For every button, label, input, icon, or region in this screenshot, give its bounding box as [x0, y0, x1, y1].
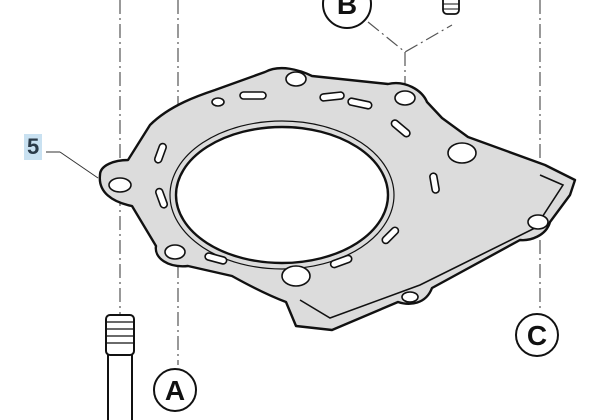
callout-c-circle [515, 313, 559, 357]
callout-a-circle [153, 368, 197, 412]
leader-b [367, 21, 453, 53]
head-gasket [98, 66, 577, 332]
callout-a: A [165, 375, 185, 406]
callout-c: C [527, 320, 547, 351]
callout-b: B [337, 0, 357, 20]
part-number-label: 5 [24, 134, 43, 160]
leader-5-diag [59, 151, 99, 179]
small-stud-top [442, 0, 460, 15]
callout-b-circle [322, 0, 372, 29]
stud-bolt [105, 314, 135, 420]
